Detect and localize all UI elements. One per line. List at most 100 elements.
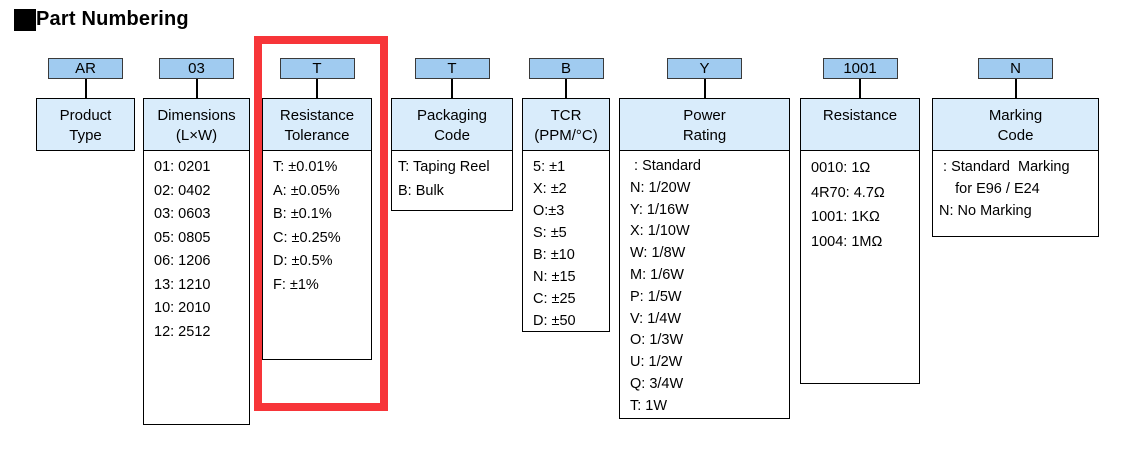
list-item: Q: 3/4W bbox=[630, 375, 684, 392]
code-box-power-rating: Y bbox=[667, 58, 742, 79]
column-tcr: B TCR (PPM/°C) 5: ±1 X: ±2 O:±3 S: ±5 B: ±10… bbox=[522, 58, 610, 332]
connector-line bbox=[195, 79, 198, 98]
list-item: 1001: 1KΩ bbox=[811, 209, 880, 225]
code-value: B bbox=[560, 60, 571, 77]
page-title: Part Numbering bbox=[36, 8, 189, 30]
list-item: 1004: 1MΩ bbox=[811, 233, 883, 250]
column-power-rating: Y Power Rating : Standard N: 1/20W Y: 1/16… bbox=[619, 58, 790, 419]
list-item: O: 1/3W bbox=[630, 332, 684, 349]
list-item: 5: ±1 bbox=[533, 159, 566, 175]
code-box-packaging-code: T bbox=[414, 58, 490, 79]
list-item: 13: 1210 bbox=[154, 276, 211, 293]
list-packaging-code: T: Taping Reel B: Bulk bbox=[391, 151, 513, 211]
code-box-dimensions: 03 bbox=[159, 58, 234, 79]
header-product-type: Product Type bbox=[36, 98, 135, 151]
list-power-rating: : Standard N: 1/20W Y: 1/16W X: 1/10W W: 1/8… bbox=[619, 151, 790, 419]
column-resistance: 1001 Resistance 0010: 1Ω 4R70: 4.7Ω 1001: … bbox=[800, 58, 920, 384]
list-item: C: ±0.25% bbox=[273, 229, 341, 246]
header-label: TCR (PPM/°C) bbox=[534, 107, 598, 144]
code-value: Y bbox=[699, 60, 710, 77]
list-item: D: ±0.5% bbox=[273, 253, 333, 269]
column-packaging-code: T Packaging Code T: Taping Reel B: Bulk bbox=[391, 58, 513, 211]
list-item: B: Bulk bbox=[398, 182, 444, 199]
code-value: 1001 bbox=[843, 60, 877, 77]
header-tcr: TCR (PPM/°C) bbox=[522, 98, 610, 151]
list-item: Y: 1/16W bbox=[630, 201, 689, 218]
header-resistance: Resistance bbox=[800, 98, 920, 151]
header-dimensions: Dimensions (L×W) bbox=[143, 98, 250, 151]
list-item: F: ±1% bbox=[273, 276, 319, 293]
list-item: M: 1/6W bbox=[630, 266, 684, 283]
header-power-rating: Power Rating bbox=[619, 98, 790, 151]
column-marking-code: N Marking Code : Standard Marking for E9… bbox=[932, 58, 1099, 237]
list-item: U: 1/2W bbox=[630, 354, 683, 371]
list-item: 4R70: 4.7Ω bbox=[811, 184, 885, 201]
header-packaging-code: Packaging Code bbox=[391, 98, 513, 151]
list-item: T: 1W bbox=[630, 397, 668, 414]
header-label: Marking Code bbox=[988, 107, 1043, 144]
list-item: 0010: 1Ω bbox=[811, 160, 871, 176]
section-bullet-square bbox=[14, 8, 36, 31]
code-value: T bbox=[447, 60, 457, 77]
list-item: : Standard Marking bbox=[939, 159, 1070, 175]
code-box-resistance-tolerance: T bbox=[279, 58, 355, 79]
column-dimensions: 03 Dimensions (L×W) 01: 0201 02: 0402 03: … bbox=[143, 58, 250, 425]
connector-line bbox=[451, 79, 453, 98]
code-value: T bbox=[312, 60, 322, 77]
section-title-row: Part Numbering bbox=[14, 8, 189, 31]
list-dimensions: 01: 0201 02: 0402 03: 0603 05: 0805 06: 1206… bbox=[143, 151, 250, 425]
list-item: T: Taping Reel bbox=[398, 159, 490, 175]
header-label: Power Rating bbox=[682, 107, 727, 144]
list-item: 02: 0402 bbox=[154, 182, 211, 199]
list-item: T: ±0.01% bbox=[273, 159, 338, 175]
column-product-type: AR Product Type bbox=[36, 58, 135, 151]
header-label: Resistance Tolerance bbox=[279, 107, 355, 144]
list-item: N: No Marking bbox=[939, 203, 1032, 219]
list-item: 03: 0603 bbox=[154, 206, 211, 222]
list-item: 10: 2010 bbox=[154, 300, 211, 316]
list-item: X: ±2 bbox=[533, 181, 567, 197]
connector-line bbox=[316, 79, 318, 98]
list-item: C: ±25 bbox=[533, 291, 576, 307]
code-box-product-type: AR bbox=[48, 58, 123, 79]
list-item: O:±3 bbox=[533, 203, 565, 219]
list-marking-code: : Standard Marking for E96 / E24 N: No Ma… bbox=[932, 151, 1099, 237]
header-label: Dimensions (L×W) bbox=[157, 107, 236, 144]
list-item: for E96 / E24 bbox=[939, 181, 1040, 197]
header-label: Product Type bbox=[59, 107, 112, 144]
connector-line bbox=[703, 79, 706, 98]
list-tcr: 5: ±1 X: ±2 O:±3 S: ±5 B: ±10 N: ±15 C: ±25 D: … bbox=[522, 151, 610, 332]
list-item: V: 1/4W bbox=[630, 310, 682, 327]
list-item: 05: 0805 bbox=[154, 229, 211, 246]
column-resistance-tolerance: T Resistance Tolerance T: ±0.01% A: ±0.05… bbox=[262, 58, 372, 360]
list-item: N: 1/20W bbox=[630, 179, 691, 196]
code-box-marking-code: N bbox=[978, 58, 1053, 79]
connector-line bbox=[84, 79, 87, 98]
code-value: AR bbox=[75, 60, 96, 77]
list-item: A: ±0.05% bbox=[273, 182, 340, 199]
connector-line bbox=[859, 79, 861, 98]
list-item: W: 1/8W bbox=[630, 245, 686, 262]
list-item: B: ±10 bbox=[533, 247, 575, 263]
list-item: : Standard bbox=[630, 158, 701, 174]
list-resistance-tolerance: T: ±0.01% A: ±0.05% B: ±0.1% C: ±0.25% D: ±0… bbox=[262, 151, 372, 360]
code-value: 03 bbox=[188, 60, 205, 77]
list-item: S: ±5 bbox=[533, 225, 567, 241]
header-label: Packaging Code bbox=[416, 107, 488, 144]
list-item: D: ±50 bbox=[533, 313, 576, 329]
code-value: N bbox=[1010, 60, 1021, 77]
list-item: B: ±0.1% bbox=[273, 206, 332, 222]
header-label: Resistance bbox=[822, 107, 898, 124]
header-resistance-tolerance: Resistance Tolerance bbox=[262, 98, 372, 151]
list-item: 01: 0201 bbox=[154, 159, 211, 175]
list-item: N: ±15 bbox=[533, 269, 576, 285]
connector-line bbox=[565, 79, 567, 98]
list-resistance: 0010: 1Ω 4R70: 4.7Ω 1001: 1KΩ 1004: 1MΩ bbox=[800, 151, 920, 384]
header-marking-code: Marking Code bbox=[932, 98, 1099, 151]
list-item: 06: 1206 bbox=[154, 253, 211, 269]
list-item: 12: 2512 bbox=[154, 323, 211, 340]
list-item: X: 1/10W bbox=[630, 223, 690, 240]
code-box-resistance: 1001 bbox=[822, 58, 898, 79]
connector-line bbox=[1014, 79, 1017, 98]
